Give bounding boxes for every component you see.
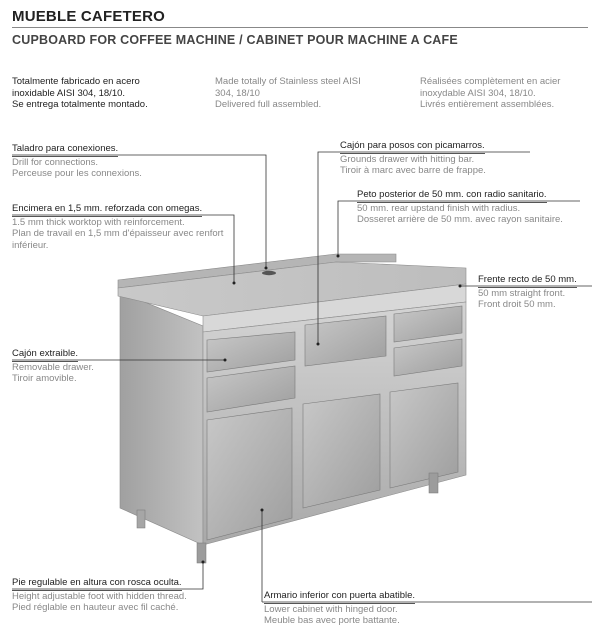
callout-upstand-es: Peto posterior de 50 mm. con radio sanit…: [357, 189, 547, 203]
page-subtitle: CUPBOARD FOR COFFEE MACHINE / CABINET PO…: [12, 33, 458, 47]
callout-front-en: 50 mm straight front.: [478, 287, 566, 299]
left-drawer-bottom: [206, 365, 296, 413]
callout-front: Frente recto de 50 mm. 50 mm straight fr…: [478, 274, 577, 311]
callout-grounds-es: Cajón para posos con picamarros.: [340, 140, 485, 154]
callout-grounds-fr: Tiroir à marc avec barre de frappe.: [340, 165, 486, 176]
callout-cabinet: Armario inferior con puerta abatible. Lo…: [264, 590, 416, 627]
callout-worktop-en: 1.5 mm thick worktop with reinforcement.: [12, 216, 185, 228]
intro-es-line: Se entrega totalmente montado.: [12, 99, 148, 110]
callout-front-fr: Front droit 50 mm.: [478, 299, 556, 310]
left-drawer-top: [206, 331, 296, 373]
intro-fr-line: Réalisées complètement en acier: [420, 76, 561, 87]
callout-upstand-en: 50 mm. rear upstand finish with radius.: [357, 202, 521, 214]
callout-worktop: Encimera en 1,5 mm. reforzada con omegas…: [12, 203, 237, 251]
center-grounds-drawer: [304, 315, 387, 367]
right-door: [389, 382, 459, 489]
callout-cabinet-fr: Meuble bas avec porte battante.: [264, 615, 400, 626]
foot-front-left: [196, 542, 207, 564]
callout-drill-en: Drill for connections.: [12, 156, 99, 168]
callout-drill: Taladro para conexiones. Drill for conne…: [12, 143, 142, 180]
right-drawer-bottom: [393, 338, 463, 377]
callout-upstand: Peto posterior de 50 mm. con radio sanit…: [357, 189, 563, 226]
callout-worktop-es: Encimera en 1,5 mm. reforzada con omegas…: [12, 203, 203, 217]
leader-lines: [12, 151, 592, 603]
intro-english: Made totally of Stainless steel AISI 304…: [215, 76, 385, 111]
intro-en-line: 304, 18/10: [215, 87, 260, 99]
callout-grounds-en: Grounds drawer with hitting bar.: [340, 153, 475, 165]
title-divider: [12, 27, 588, 28]
callout-drill-es: Taladro para conexiones.: [12, 143, 119, 157]
callout-foot-en: Height adjustable foot with hidden threa…: [12, 590, 187, 602]
callout-drawer: Cajón extraible. Removable drawer. Tiroi…: [12, 348, 94, 385]
callout-drawer-en: Removable drawer.: [12, 361, 94, 373]
cabinet-left-side: [119, 291, 204, 546]
foot-front-right: [428, 472, 439, 494]
callout-drawer-es: Cajón extraible.: [12, 348, 79, 362]
intro-fr-line: inoxydable AISI 304, 18/10.: [420, 87, 536, 99]
callout-grounds: Cajón para posos con picamarros. Grounds…: [340, 140, 486, 177]
callout-cabinet-en: Lower cabinet with hinged door.: [264, 603, 398, 615]
intro-es-line: Totalmente fabricado en acero: [12, 76, 140, 87]
foot-back-left: [136, 509, 146, 529]
intro-spanish: Totalmente fabricado en acero inoxidable…: [12, 76, 180, 111]
drill-hole: [262, 270, 276, 276]
callout-foot-fr: Pied réglable en hauteur avec fil caché.: [12, 602, 179, 613]
callout-worktop-fr: Plan de travail en 1,5 mm d'épaisseur av…: [12, 228, 224, 251]
callout-drawer-fr: Tiroir amovible.: [12, 373, 77, 384]
center-door: [302, 393, 381, 509]
left-door: [206, 407, 293, 541]
page-title: MUEBLE CAFETERO: [12, 8, 165, 25]
intro-french: Réalisées complètement en acier inoxydab…: [420, 76, 588, 111]
right-drawer-top: [393, 305, 463, 343]
leader-dots: [201, 254, 462, 564]
intro-fr-line: Livrés entièrement assemblées.: [420, 99, 555, 110]
intro-en-line: Made totally of Stainless steel AISI: [215, 76, 361, 87]
intro-en-line: Delivered full assembled.: [215, 99, 322, 110]
callout-drill-fr: Perceuse pour les connexions.: [12, 168, 142, 179]
callout-front-es: Frente recto de 50 mm.: [478, 274, 577, 288]
callout-foot-es: Pie regulable en altura con rosca oculta…: [12, 577, 182, 591]
callout-upstand-fr: Dosseret arrière de 50 mm. avec rayon sa…: [357, 214, 563, 225]
callout-cabinet-es: Armario inferior con puerta abatible.: [264, 590, 416, 604]
intro-es-line: inoxidable AISI 304, 18/10.: [12, 87, 126, 99]
callout-foot: Pie regulable en altura con rosca oculta…: [12, 577, 187, 614]
